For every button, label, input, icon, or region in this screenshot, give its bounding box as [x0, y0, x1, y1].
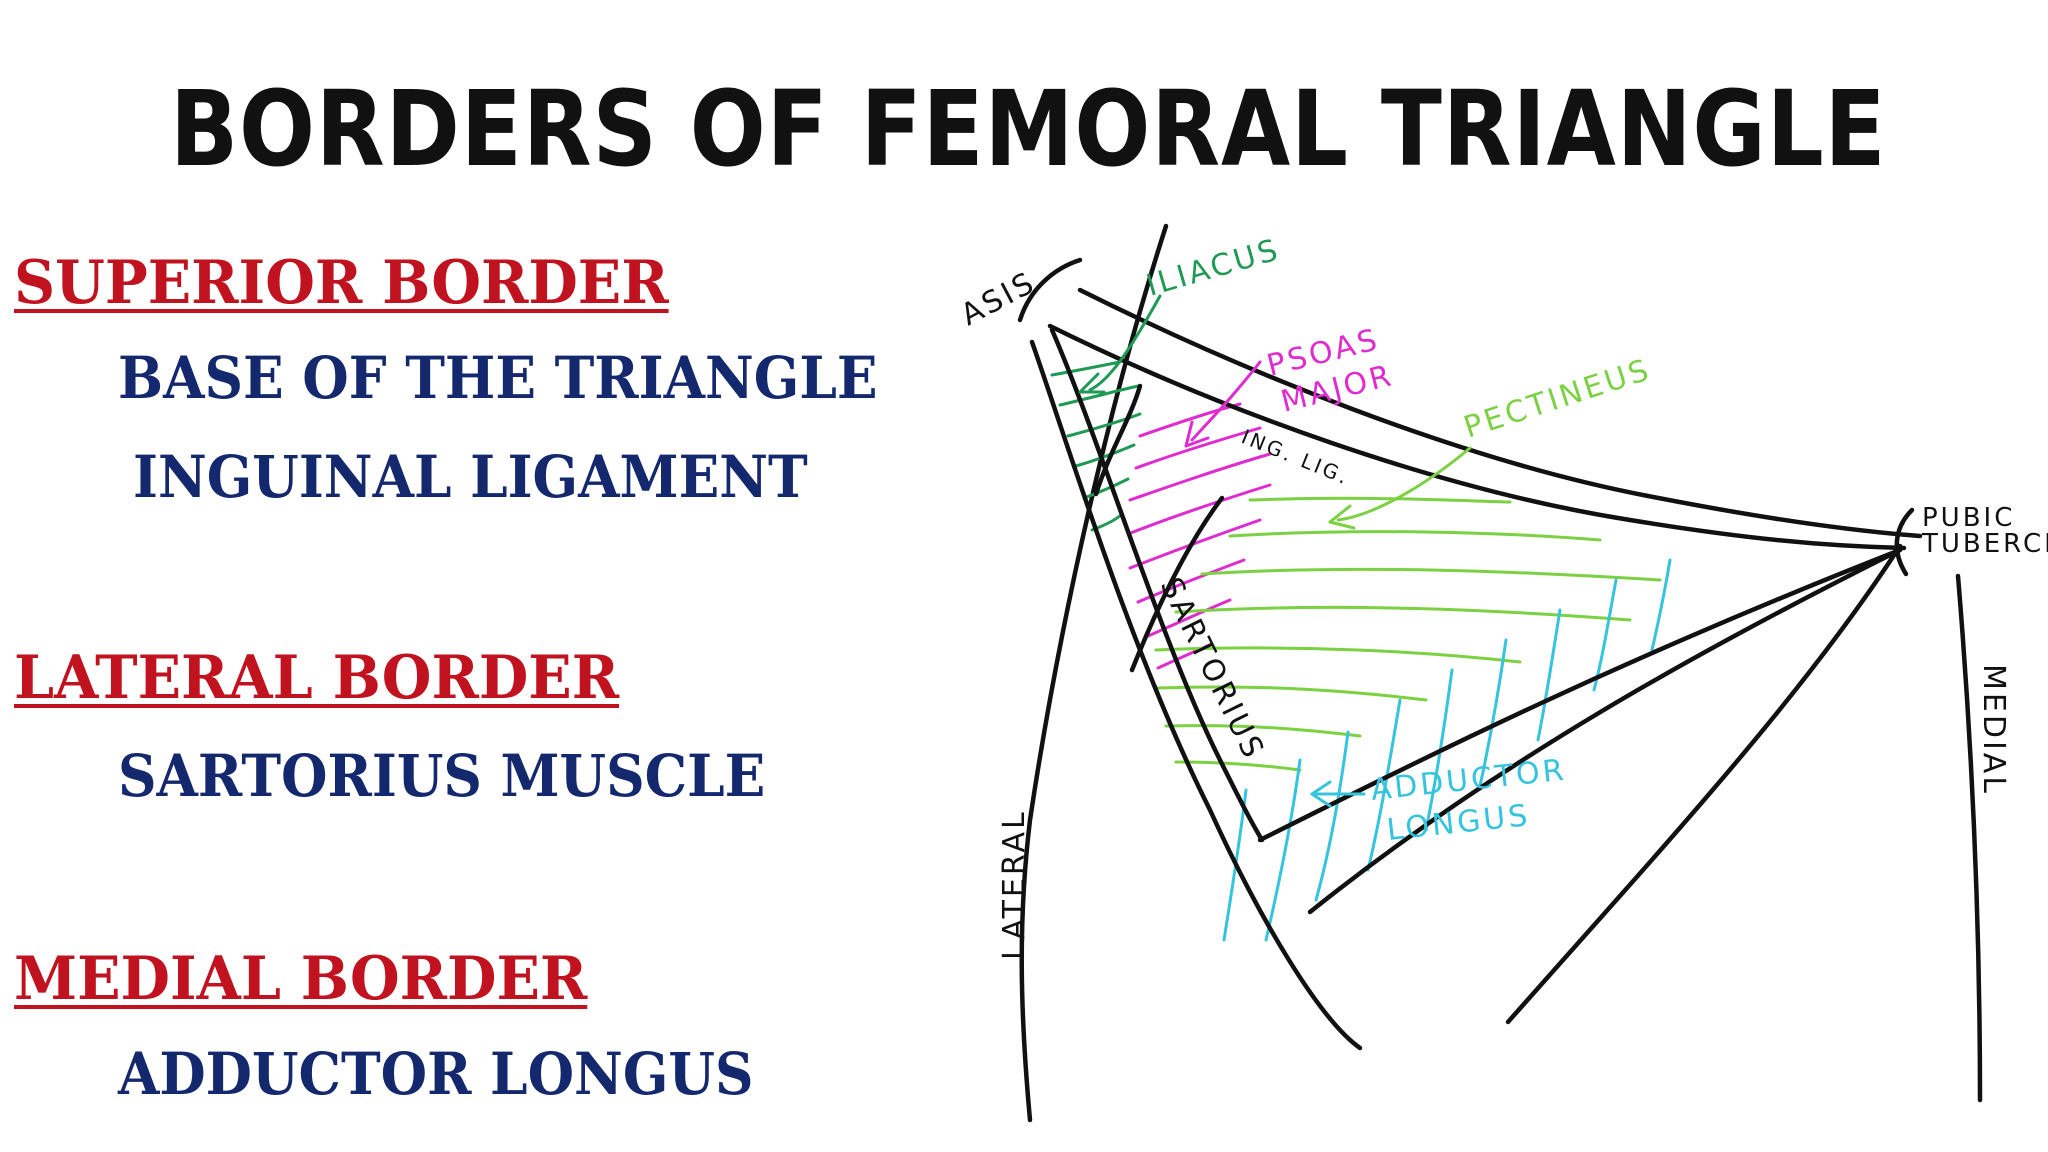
medial-label: MEDIAL — [1976, 664, 2011, 796]
pectineus-label: PECTINEUS — [1460, 352, 1656, 445]
adductor-label-line-2: LONGUS — [1385, 798, 1532, 848]
medial-border-line-1: ADDUCTOR LONGUS — [118, 1040, 754, 1108]
superior-border-heading: SUPERIOR BORDER — [14, 248, 669, 318]
femoral-triangle-diagram: ASIS ILIACUS PSOAS MAJOR PECTINEUS ING. … — [955, 223, 2048, 1123]
pectineus-hatching — [1154, 496, 1662, 772]
lateral-border-heading: LATERAL BORDER — [14, 643, 620, 713]
adductor-label-line-1: ADDUCTOR — [1369, 753, 1568, 808]
psoas-arrow — [1184, 360, 1262, 448]
adductor-arrow — [1310, 780, 1366, 808]
adductor-upper-edge — [1307, 547, 1903, 915]
iliacus-label: ILIACUS — [1143, 232, 1285, 304]
pectineus-lower-edge — [1257, 547, 1903, 843]
psoas-hatching — [1126, 402, 1272, 670]
adductor-longus-edge — [1505, 543, 1903, 1025]
sartorius-lateral-edge — [1029, 339, 1363, 1051]
inguinal-ligament-upper — [1077, 287, 1923, 539]
pectineus-arrow — [1328, 446, 1472, 530]
page-title: BORDERS OF FEMORAL TRIANGLE — [170, 68, 1887, 190]
iliacus-arrow — [1078, 294, 1162, 394]
medial-thigh-outline — [1955, 573, 1983, 1103]
sartorius-label: SARTORIUS — [1153, 572, 1271, 766]
lateral-label: LATERAL — [997, 809, 1032, 960]
psoas-boundary — [1093, 383, 1143, 497]
lateral-thigh-outline — [1019, 223, 1169, 1123]
lateral-border-line-1: SARTORIUS MUSCLE — [118, 742, 766, 810]
superior-border-line-2: INGUINAL LIGAMENT — [133, 443, 808, 511]
medial-border-heading: MEDIAL BORDER — [14, 944, 588, 1014]
inguinal-ligament-lower — [1047, 323, 1907, 551]
pubic-label-line-1: PUBIC — [1922, 503, 2015, 533]
asis-curve — [1017, 257, 1083, 323]
pubic-curve — [1894, 507, 1915, 577]
sartorius-medial-edge — [1049, 327, 1265, 843]
pubic-label-line-2: TUBERCLE — [1921, 529, 2048, 559]
superior-border-line-1: BASE OF THE TRIANGLE — [118, 344, 878, 412]
asis-label: ASIS — [955, 265, 1042, 333]
pectineus-psoas-boundary — [1129, 495, 1225, 673]
